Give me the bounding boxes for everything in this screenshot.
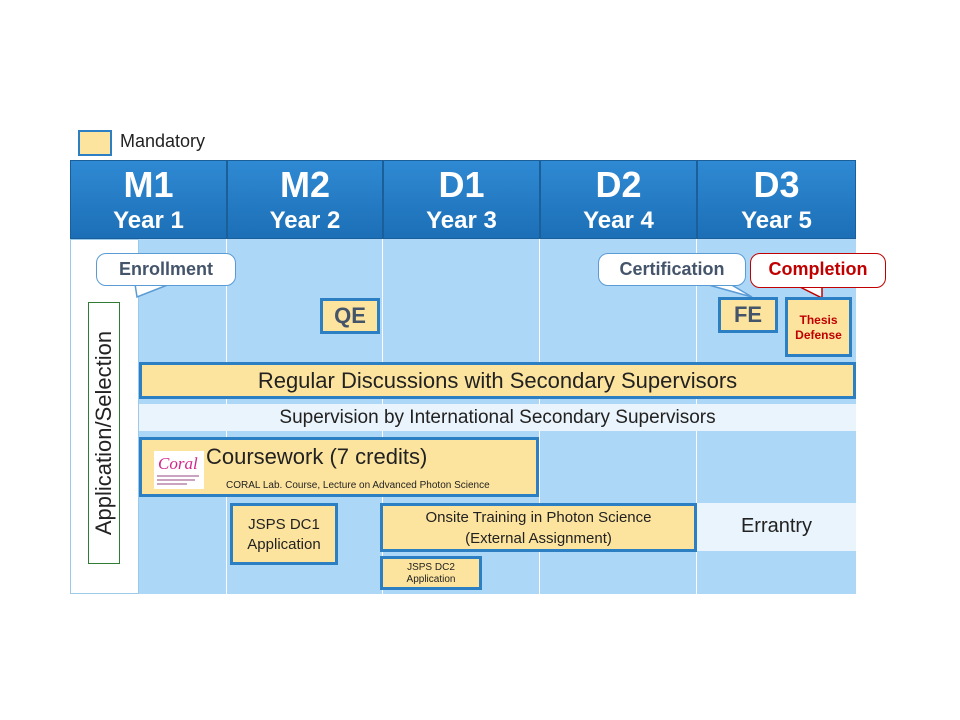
jsps-dc2-line-1: JSPS DC2 (407, 562, 455, 573)
jsps-dc2-line-2: Application (406, 574, 456, 585)
header-level: M1 (123, 164, 174, 205)
header-level: D2 (595, 164, 642, 205)
header-level: M2 (279, 164, 330, 205)
coursework-title: Coursework (7 credits) (206, 444, 428, 469)
application-selection-label: Application/Selection (88, 302, 120, 564)
header-year: Year 5 (741, 207, 812, 234)
certification-callout: Certification (598, 253, 746, 286)
completion-callout: Completion (750, 253, 886, 288)
jsps-dc1-line-2: Application (247, 536, 321, 553)
fe-box: FE (718, 297, 778, 333)
thesis-defense-line-1: Thesis (799, 313, 838, 327)
enrollment-callout: Enrollment (96, 253, 236, 286)
header-level: D3 (753, 164, 800, 205)
header-d1: D1 Year 3 (383, 160, 540, 239)
thesis-defense-box: Thesis Defense (785, 297, 852, 357)
onsite-line-2: (External Assignment) (465, 530, 612, 547)
jsps-dc2-box: JSPS DC2 Application (380, 556, 482, 590)
legend-label: Mandatory (120, 131, 206, 151)
header-d3: D3 Year 5 (697, 160, 856, 239)
header-year: Year 3 (426, 207, 497, 234)
international-supervision-bar: Supervision by International Secondary S… (139, 404, 856, 431)
header-year: Year 2 (269, 207, 341, 234)
jsps-dc1-box: JSPS DC1 Application (230, 503, 338, 565)
header-year: Year 1 (113, 207, 184, 234)
header-m1: M1 Year 1 (70, 160, 227, 239)
coral-logo: Coral (154, 451, 204, 489)
jsps-dc1-line-1: JSPS DC1 (248, 516, 320, 533)
header-m2: M2 Year 2 (227, 160, 383, 239)
header-level: D1 (438, 164, 485, 205)
thesis-defense-line-2: Defense (795, 328, 842, 342)
regular-discussions-bar: Regular Discussions with Secondary Super… (139, 362, 856, 399)
qe-box: QE (320, 298, 380, 334)
header-d2: D2 Year 4 (540, 160, 697, 239)
legend-swatch (78, 130, 112, 156)
errantry-box: Errantry (697, 503, 856, 551)
onsite-line-1: Onsite Training in Photon Science (425, 509, 652, 526)
coursework-box: Coral Coursework (7 credits) CORAL Lab. … (139, 437, 539, 497)
onsite-training-box: Onsite Training in Photon Science (Exter… (380, 503, 697, 552)
header-year: Year 4 (583, 207, 654, 234)
coursework-subtitle: CORAL Lab. Course, Lecture on Advanced P… (226, 480, 490, 491)
